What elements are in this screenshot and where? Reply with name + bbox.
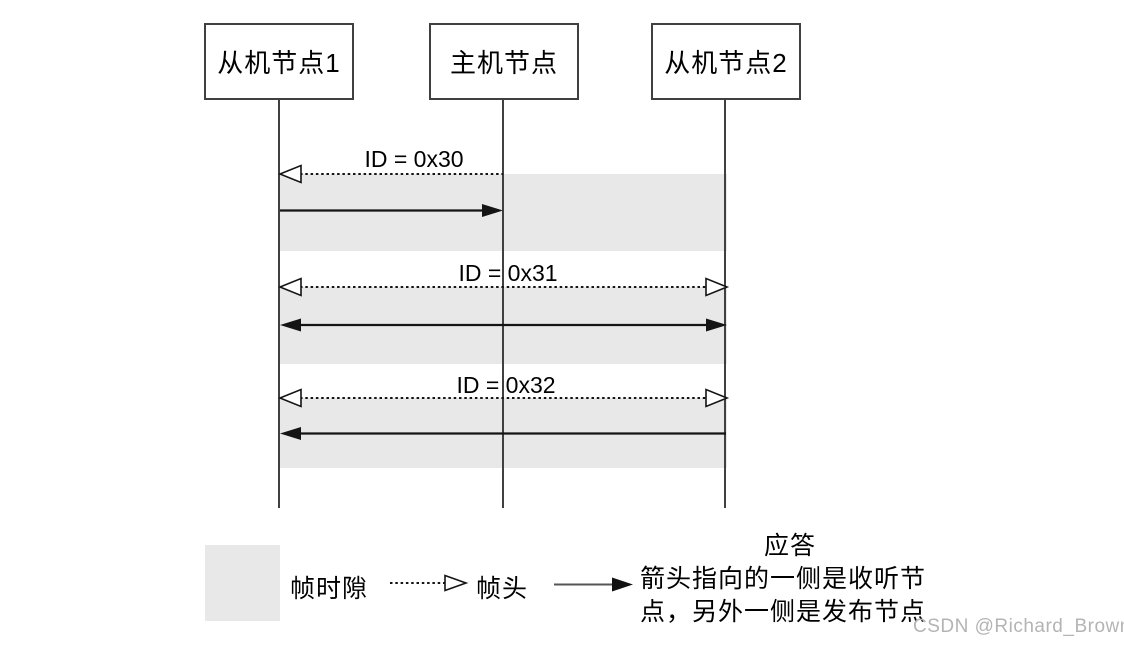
legend-response-title: 应答 [763,532,816,560]
frame-id-label-0x31: ID = 0x31 [458,260,558,286]
solid-arrowhead-right-icon [612,577,633,592]
node-box-slave1: 从机节点1 [204,23,354,100]
lifeline-slave1 [278,100,280,508]
frame-id-label-0x32: ID = 0x32 [456,372,556,398]
csdn-watermark: CSDN @Richard_Brown [913,616,1124,637]
node-box-slave2: 从机节点2 [651,23,801,100]
node-label-slave2: 从机节点2 [664,48,788,78]
legend-slot-label: 帧时隙 [290,575,369,603]
legend-response-desc-line1: 箭头指向的一侧是收听节 [640,565,927,593]
lifeline-master [502,100,504,508]
legend-response-arrow-icon [554,577,633,592]
legend-header-label: 帧头 [476,575,529,603]
legend-response-description: 应答 箭头指向的一侧是收听节 点，另外一侧是发布节点 [640,530,940,629]
legend-frame-slot-swatch [205,545,280,621]
legend-header-arrow-icon [390,574,469,592]
legend-response-desc-line2: 点，另外一侧是发布节点 [640,598,927,626]
hollow-arrowhead-right-icon [444,574,469,592]
node-label-slave1: 从机节点1 [217,48,341,78]
node-label-master: 主机节点 [449,48,558,78]
frame-id-label-0x30: ID = 0x30 [364,146,464,172]
lifeline-slave2 [724,100,726,508]
node-box-master: 主机节点 [429,23,579,100]
